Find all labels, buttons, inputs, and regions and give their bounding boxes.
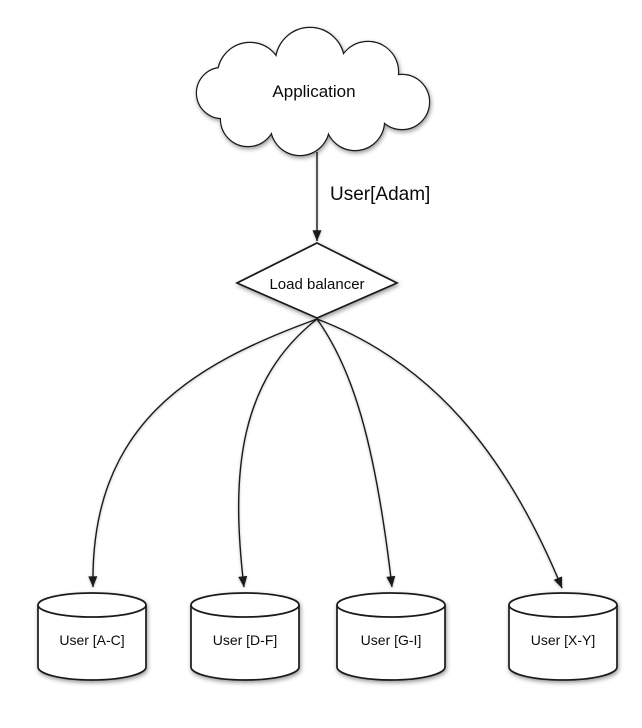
node-shard-gi: User [G-I] bbox=[336, 592, 446, 681]
shard-gi-label: User [G-I] bbox=[361, 632, 422, 648]
node-load-balancer: Load balancer bbox=[234, 242, 400, 319]
edge-load-balancer-to-shard-xy bbox=[316, 318, 563, 589]
diamond-icon bbox=[234, 242, 400, 319]
shard-xy-label: User [X-Y] bbox=[531, 632, 596, 648]
load-balancer-label: Load balancer bbox=[269, 276, 364, 293]
edge-group bbox=[88, 152, 563, 589]
shard-ac-label: User [A-C] bbox=[59, 632, 124, 648]
application-label: Application bbox=[272, 82, 355, 101]
shard-df-label: User [D-F] bbox=[213, 632, 278, 648]
node-shard-df: User [D-F] bbox=[190, 592, 300, 681]
edge-load-balancer-to-shard-gi bbox=[316, 318, 396, 588]
edge-label-user-adam: User[Adam] bbox=[330, 184, 430, 205]
node-application: Application bbox=[195, 26, 431, 157]
node-shard-xy: User [X-Y] bbox=[508, 592, 618, 681]
edge-load-balancer-to-shard-ac bbox=[88, 318, 318, 588]
edge-load-balancer-to-shard-df bbox=[237, 318, 318, 588]
node-shard-ac: User [A-C] bbox=[37, 592, 147, 681]
